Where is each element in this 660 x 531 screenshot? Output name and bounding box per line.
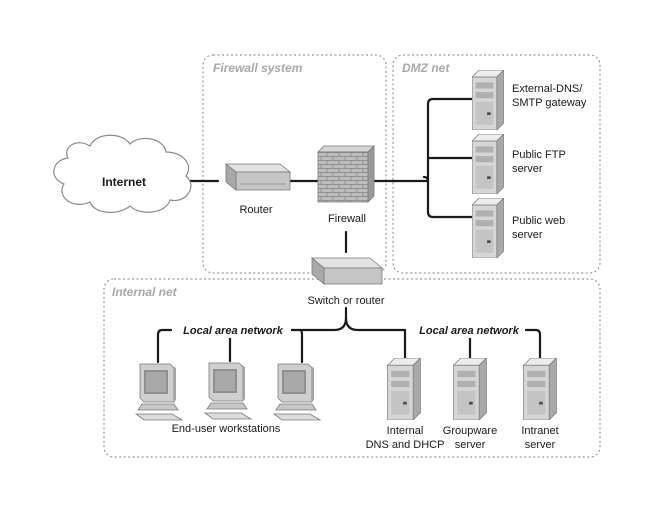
zone-firewall-system: Firewall system (202, 54, 387, 274)
internal-dns-label-1: Internal (387, 425, 424, 437)
lan-label-right-text: Local area network (419, 325, 520, 337)
public-ftp-label-2: server (512, 163, 543, 175)
groupware-label-1: Groupware (443, 425, 497, 437)
internet-label: Internet (102, 175, 146, 189)
zone-firewall-system-title: Firewall system (213, 61, 303, 75)
wire-intranet (524, 328, 542, 360)
public-ftp-label-1: Public FTP (512, 149, 566, 161)
public-web-server: Public web server (472, 198, 565, 258)
internet-cloud: Internet (53, 134, 192, 213)
external-dns-smtp-server: External-DNS/ SMTP gateway (472, 70, 587, 130)
groupware-label-2: server (455, 439, 486, 451)
zone-internal-net-title: Internal net (112, 285, 178, 299)
internal-dns-dhcp-server: Internal DNS and DHCP (366, 358, 445, 451)
wire-lan-left-2 (156, 328, 173, 364)
public-web-label-1: Public web (512, 215, 565, 227)
external-dns-label-1: External-DNS/ (512, 83, 583, 95)
lan-label-right: Local area network (412, 322, 525, 338)
intranet-server: Intranet server (521, 358, 559, 451)
zone-dmz-net-title: DMZ net (402, 61, 450, 75)
lan-label-left: Local area network (175, 322, 291, 338)
public-ftp-server: Public FTP server (472, 134, 566, 194)
intranet-label-1: Intranet (521, 425, 558, 437)
wire-ws-3 (298, 328, 304, 364)
wire-dmz-web (426, 179, 474, 219)
router: Router (224, 163, 292, 216)
wire-lan-right-1 (344, 316, 407, 332)
switch: Switch or router (307, 257, 385, 307)
workstations-label: End-user workstations (172, 423, 281, 435)
internal-dns-label-2: DNS and DHCP (366, 439, 445, 451)
firewall: Firewall (317, 145, 375, 225)
switch-label: Switch or router (307, 295, 384, 307)
groupware-server: Groupware server (443, 358, 497, 451)
intranet-label-2: server (525, 439, 556, 451)
firewall-label: Firewall (328, 213, 366, 225)
public-web-label-2: server (512, 229, 543, 241)
external-dns-label-2: SMTP gateway (512, 97, 587, 109)
lan-label-left-text: Local area network (183, 325, 284, 337)
router-label: Router (239, 204, 272, 216)
